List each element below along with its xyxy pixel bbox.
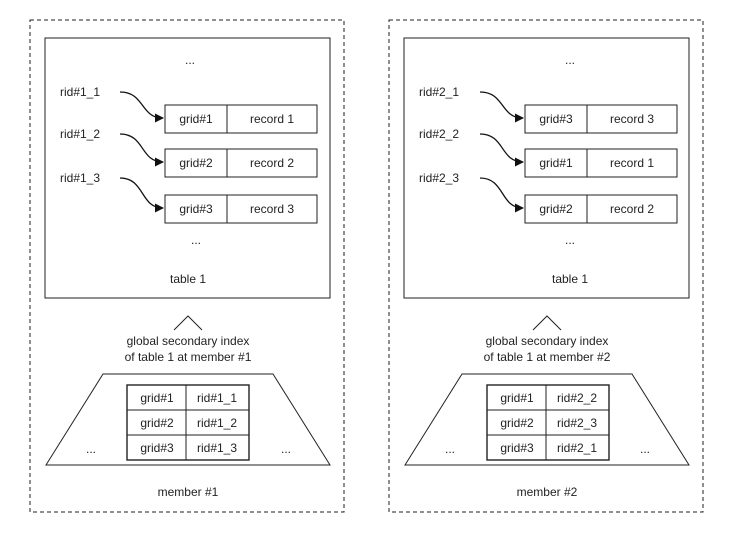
member-2-index: global secondary index of table 1 at mem… [404,315,690,466]
member-1-index-grid: grid#1 [140,391,174,405]
member-2-record-row [524,148,678,178]
member-2-record-row [524,104,678,134]
member-2-rid-label: rid#2_1 [419,85,459,99]
member-1-record-grid: grid#2 [179,156,213,170]
member-2-record-value: record 2 [610,202,654,216]
member-1-record-value: record 2 [250,156,294,170]
member-1-pointer-arrow [119,91,164,123]
member-2-record-grid: grid#2 [539,202,573,216]
member-2-index-rid: rid#2_2 [557,391,597,405]
member-1-rid-label: rid#1_2 [60,127,100,141]
member-2-record-grid: grid#3 [539,112,573,126]
member-1-index-caption: of table 1 at member #1 [125,350,252,364]
member-1-pointer-arrow [119,133,164,167]
member-1-pointer-arrow [119,177,164,213]
member-2-index-grid: grid#1 [500,391,534,405]
member-2-pointer-arrow [479,177,524,213]
member-1-record-row [164,148,318,178]
member-2-index-ellipsis-right: ... [640,442,650,456]
member-1-record-value: record 1 [250,112,294,126]
member-1-table-ellipsis-bottom: ... [191,233,201,247]
member-1-index-peak [173,315,203,331]
member-2-table: ... rid#2_1 grid#3 record 3 rid#2_2 grid… [403,37,690,299]
member-2: ... rid#2_1 grid#3 record 3 rid#2_2 grid… [388,19,704,513]
member-2-table-ellipsis-top: ... [565,53,575,67]
member-1-record-row [164,104,318,134]
member-1-table: ... rid#1_1 grid#1 record 1 rid#1_2 grid… [44,37,331,299]
member-1-index-grid: grid#3 [140,441,174,455]
member-2-table-label: table 1 [552,272,588,286]
member-1-index-ellipsis-right: ... [281,442,291,456]
member-2-index-rid: rid#2_1 [557,441,597,455]
member-1-index: global secondary index of table 1 at mem… [45,315,331,466]
member-2-index-grid: grid#3 [500,441,534,455]
member-1-rid-label: rid#1_3 [60,171,100,185]
member-2-record-grid: grid#1 [539,156,573,170]
member-1-rid-label: rid#1_1 [60,85,100,99]
member-2-index-caption: global secondary index [486,334,609,348]
member-2-index-rid: rid#2_3 [557,416,597,430]
member-1-label: member #1 [158,485,219,499]
member-1-index-ellipsis-left: ... [86,442,96,456]
member-2-index-peak [532,315,562,331]
member-2-index-table [486,384,610,461]
member-1-index-rid: rid#1_1 [197,391,237,405]
member-2-index-grid: grid#2 [500,416,534,430]
member-2-record-value: record 3 [610,112,654,126]
member-1-record-grid: grid#1 [179,112,213,126]
member-2-label: member #2 [517,485,578,499]
member-1-record-value: record 3 [250,202,294,216]
member-2-boundary [388,19,704,513]
member-1-index-rid: rid#1_3 [197,441,237,455]
member-2-rid-label: rid#2_3 [419,171,459,185]
member-1-index-caption: global secondary index [127,334,250,348]
member-2-pointer-arrow [479,91,524,123]
member-1-record-grid: grid#3 [179,202,213,216]
member-2-table-ellipsis-bottom: ... [565,233,575,247]
member-1-index-grid: grid#2 [140,416,174,430]
member-1-index-table [126,384,250,461]
member-2-record-value: record 1 [610,156,654,170]
member-2-index-caption: of table 1 at member #2 [484,350,611,364]
member-2-index-ellipsis-left: ... [445,442,455,456]
member-2-rid-label: rid#2_2 [419,127,459,141]
member-2-record-row [524,194,678,224]
member-1: ... rid#1_1 grid#1 record 1 rid#1_2 grid… [29,19,345,513]
member-1-record-row [164,194,318,224]
member-1-index-rid: rid#1_2 [197,416,237,430]
member-1-boundary [29,19,345,513]
member-1-table-ellipsis-top: ... [185,53,195,67]
member-2-pointer-arrow [479,133,524,167]
member-1-table-label: table 1 [170,272,206,286]
